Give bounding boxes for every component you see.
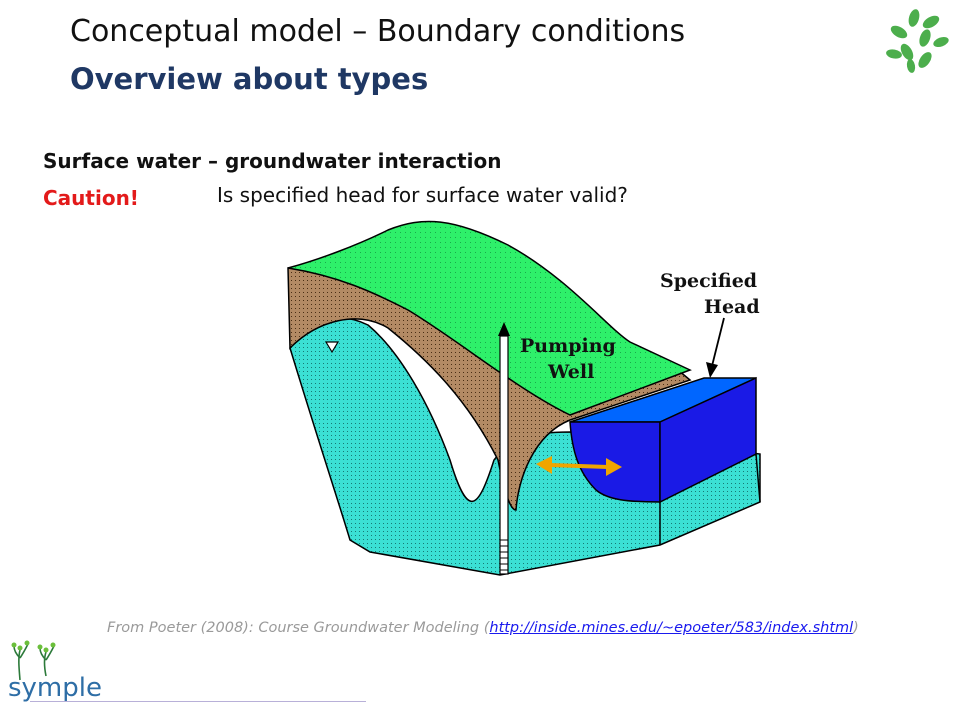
specified-head-pointer xyxy=(711,317,725,367)
well-label: Well xyxy=(547,361,594,383)
water-table-marker-icon xyxy=(324,341,340,354)
slide-subtitle: Overview about types xyxy=(70,62,429,96)
citation-suffix: ) xyxy=(853,620,859,636)
groundwater-diagram: Specified Head Pumping Well xyxy=(287,220,761,576)
leaf-cluster-icon xyxy=(886,9,949,73)
footer-divider xyxy=(30,701,366,702)
head-label: Head xyxy=(704,296,760,318)
down-arrow-icon xyxy=(706,362,718,378)
citation-prefix: From Poeter (2008): Course Groundwater M… xyxy=(107,620,490,636)
land-surface xyxy=(287,220,692,416)
surface-water-front xyxy=(569,421,661,503)
citation-link[interactable]: http://inside.mines.edu/~epoeter/583/ind… xyxy=(489,620,854,636)
specified-label: Specified xyxy=(660,270,757,292)
symple-logo: symple xyxy=(8,640,102,703)
up-arrow-icon xyxy=(498,322,510,336)
well-screen xyxy=(500,539,508,571)
exchange-arrow-icon xyxy=(536,456,622,476)
slide-title: Conceptual model – Boundary conditions xyxy=(70,14,686,49)
symple-logo-text: symple xyxy=(8,673,102,703)
caution-label: Caution! xyxy=(43,186,139,210)
pumping-well xyxy=(499,335,509,575)
section-heading: Surface water – groundwater interaction xyxy=(43,149,502,173)
pumping-label: Pumping xyxy=(520,335,616,357)
citation: From Poeter (2008): Course Groundwater M… xyxy=(107,620,859,636)
question-text: Is specified head for surface water vali… xyxy=(217,183,628,207)
